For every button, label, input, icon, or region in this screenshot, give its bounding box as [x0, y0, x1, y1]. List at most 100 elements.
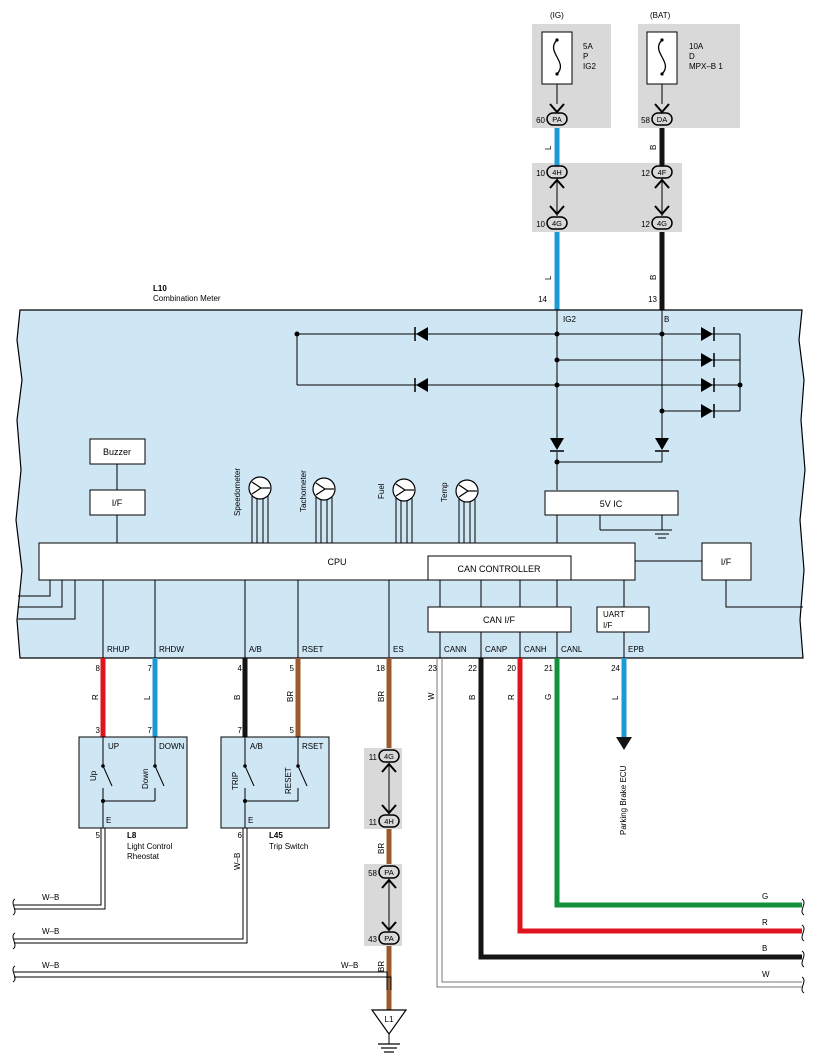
wire-black: [478, 658, 802, 960]
connector-da: DA 58: [641, 103, 673, 126]
terminal-lines: [102, 580, 625, 658]
svg-text:58: 58: [641, 116, 650, 125]
ic-5v: 5V IC: [544, 490, 679, 516]
svg-text:E: E: [248, 816, 253, 825]
light-control-rheostat: 3 7 UP DOWN E Up Down 5 L8 Light Control…: [78, 726, 188, 861]
svg-text:E: E: [106, 816, 111, 825]
svg-text:12: 12: [641, 220, 650, 229]
svg-text:CAN I/F: CAN I/F: [483, 615, 516, 625]
gauge-icon: [248, 476, 272, 500]
gauge-speedometer: Speedometer: [233, 468, 272, 543]
fuse-bat-code: D: [689, 52, 695, 61]
svg-text:8: 8: [96, 664, 101, 673]
svg-text:5V IC: 5V IC: [600, 499, 623, 509]
diode-icon: [414, 378, 428, 392]
svg-text:EPB: EPB: [628, 645, 644, 654]
connector-4f: 4F 12: [641, 165, 673, 216]
svg-text:Speedometer: Speedometer: [233, 468, 242, 516]
svg-text:RESET: RESET: [284, 767, 293, 794]
diode-icon: [701, 353, 715, 367]
svg-text:BR: BR: [377, 961, 386, 972]
svg-text:L8: L8: [127, 831, 137, 840]
svg-text:6: 6: [238, 831, 243, 840]
diode-icon: [655, 438, 669, 452]
svg-text:Trip Switch: Trip Switch: [269, 842, 308, 851]
interface-right: I/F: [701, 542, 752, 581]
svg-text:A/B: A/B: [249, 645, 262, 654]
svg-text:G: G: [762, 892, 768, 901]
svg-text:W–B: W–B: [42, 961, 59, 970]
svg-text:B: B: [762, 944, 767, 953]
svg-text:B: B: [664, 315, 669, 324]
svg-text:11: 11: [369, 753, 378, 762]
ground-wires: [14, 828, 392, 990]
svg-text:13: 13: [648, 295, 657, 304]
svg-text:W–B: W–B: [42, 893, 59, 902]
connector-4g: 4G 12: [641, 216, 673, 230]
terminal-pins: 8 7 4 5 18 23 22 20 21 24: [96, 664, 621, 673]
svg-text:G: G: [544, 694, 553, 700]
fuse-ig-code: P: [583, 52, 588, 61]
svg-text:CANN: CANN: [444, 645, 467, 654]
connector-4g: 4G 10: [536, 216, 568, 230]
junction-dots: [294, 331, 743, 465]
svg-text:W–B: W–B: [341, 961, 358, 970]
gauge-icon: [392, 478, 416, 502]
can-lines: [439, 580, 558, 607]
terminal-labels: RHUP RHDW A/B RSET ES CANN CANP CANH CAN…: [107, 645, 644, 654]
fuse-bat-rating: 10A: [689, 42, 704, 51]
svg-text:Down: Down: [141, 769, 150, 789]
svg-text:3: 3: [96, 726, 101, 735]
svg-text:20: 20: [507, 664, 516, 673]
svg-text:PA: PA: [384, 868, 393, 877]
wire-break-marks: [12, 898, 805, 994]
svg-text:I/F: I/F: [603, 621, 612, 630]
svg-text:22: 22: [468, 664, 477, 673]
svg-text:Light Control: Light Control: [127, 842, 173, 851]
svg-text:TRIP: TRIP: [231, 772, 240, 790]
svg-text:18: 18: [376, 664, 385, 673]
svg-text:W–B: W–B: [233, 853, 242, 870]
wire-color-label: L: [544, 275, 553, 280]
svg-text:7: 7: [148, 664, 153, 673]
svg-text:BR: BR: [377, 843, 386, 854]
svg-text:4F: 4F: [658, 168, 667, 177]
svg-text:4G: 4G: [384, 752, 394, 761]
svg-text:L: L: [143, 695, 152, 700]
diode-icon: [701, 327, 715, 341]
parking-brake-ecu-label: Parking Brake ECU: [619, 765, 628, 835]
svg-text:Tachometer: Tachometer: [299, 470, 308, 512]
can-controller: [427, 555, 572, 581]
svg-text:I/F: I/F: [721, 557, 732, 567]
svg-text:Temp: Temp: [440, 482, 449, 502]
svg-text:UART: UART: [603, 610, 625, 619]
svg-text:7: 7: [148, 726, 153, 735]
svg-text:L: L: [611, 695, 620, 700]
fuse-ig-name: IG2: [583, 62, 596, 71]
svg-text:B: B: [468, 695, 477, 700]
svg-text:58: 58: [368, 869, 377, 878]
svg-text:10: 10: [536, 220, 545, 229]
gauge-icon: [455, 479, 479, 503]
svg-text:5: 5: [96, 831, 101, 840]
ground-point-l1: L1: [370, 1009, 408, 1053]
can-interface: CAN I/F: [427, 606, 572, 633]
connector-4g: 4G 11: [369, 749, 400, 815]
wire-red: [517, 658, 802, 934]
connector-pa: PA 58: [368, 865, 400, 932]
svg-text:Rheostat: Rheostat: [127, 852, 160, 861]
wire-color-labels: R L B BR BR W B R G L: [91, 691, 620, 702]
svg-text:CANH: CANH: [524, 645, 547, 654]
svg-text:4: 4: [238, 664, 243, 673]
svg-text:ES: ES: [393, 645, 404, 654]
uart-interface: UART I/F: [596, 606, 650, 633]
svg-text:7: 7: [238, 726, 243, 735]
svg-text:Up: Up: [89, 770, 98, 781]
fuse-bat-header: (BAT): [650, 11, 671, 20]
svg-text:L1: L1: [385, 1015, 394, 1024]
svg-text:R: R: [91, 694, 100, 700]
fuse-bat-name: MPX–B 1: [689, 62, 723, 71]
svg-text:B: B: [233, 695, 242, 700]
svg-text:BR: BR: [286, 691, 295, 702]
svg-text:A/B: A/B: [250, 742, 263, 751]
